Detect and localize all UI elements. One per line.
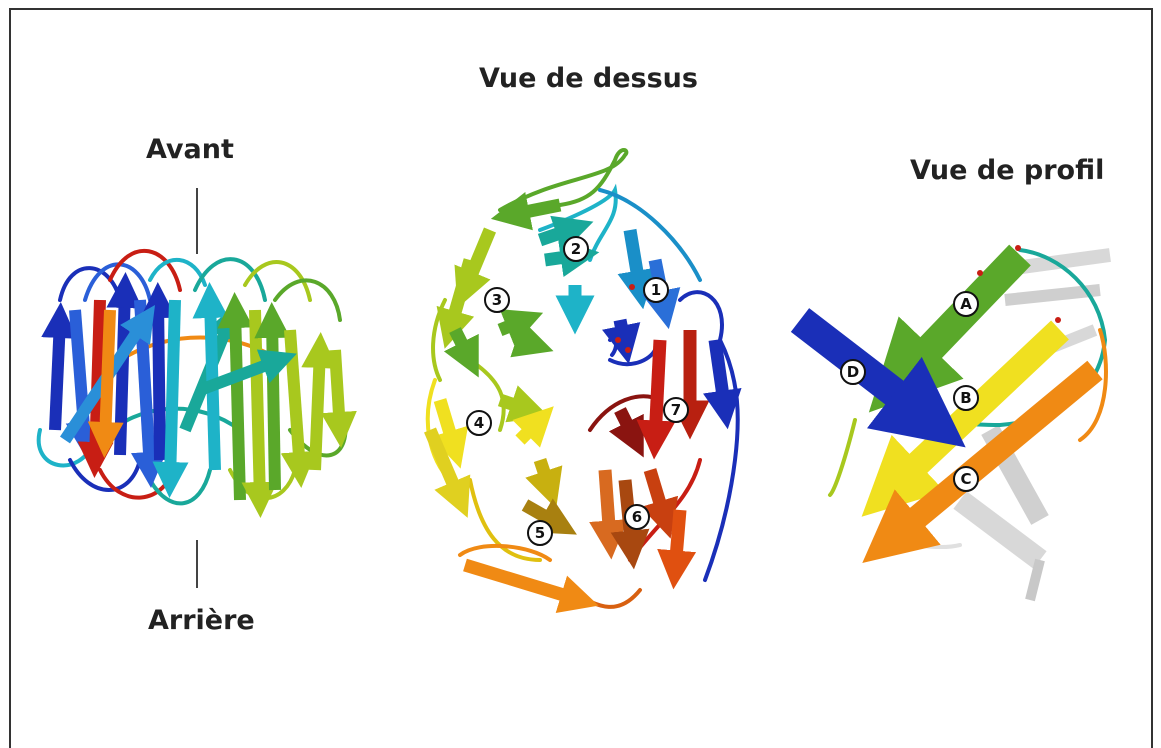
strand-letter-D: D [847, 363, 859, 381]
blade-badge-3: 3 [485, 288, 509, 312]
blade-number-5: 5 [535, 524, 545, 542]
strand-badge-B: B [954, 386, 978, 410]
blade-number-4: 4 [474, 414, 484, 432]
side-view-strands [55, 290, 340, 500]
strand-badge-D: D [841, 360, 865, 384]
blade-badge-4: 4 [467, 411, 491, 435]
blade-badge-1: 1 [644, 278, 668, 302]
blade-number-1: 1 [651, 281, 661, 299]
strand-badge-C: C [954, 467, 978, 491]
blade-badge-2: 2 [564, 237, 588, 261]
blade-number-7: 7 [671, 401, 681, 419]
strand-letter-C: C [960, 470, 971, 488]
strand-badge-A: A [954, 292, 978, 316]
blade-number-2: 2 [571, 240, 581, 258]
blade-number-3: 3 [492, 291, 502, 309]
blade-badge-7: 7 [664, 398, 688, 422]
strand-letter-A: A [960, 295, 972, 313]
blade-badge-6: 6 [625, 505, 649, 529]
top-view-structure [428, 150, 738, 607]
strand-letter-B: B [960, 389, 971, 407]
side-view-structure [39, 251, 346, 504]
blade-badge-5: 5 [528, 521, 552, 545]
blade-number-6: 6 [632, 508, 642, 526]
